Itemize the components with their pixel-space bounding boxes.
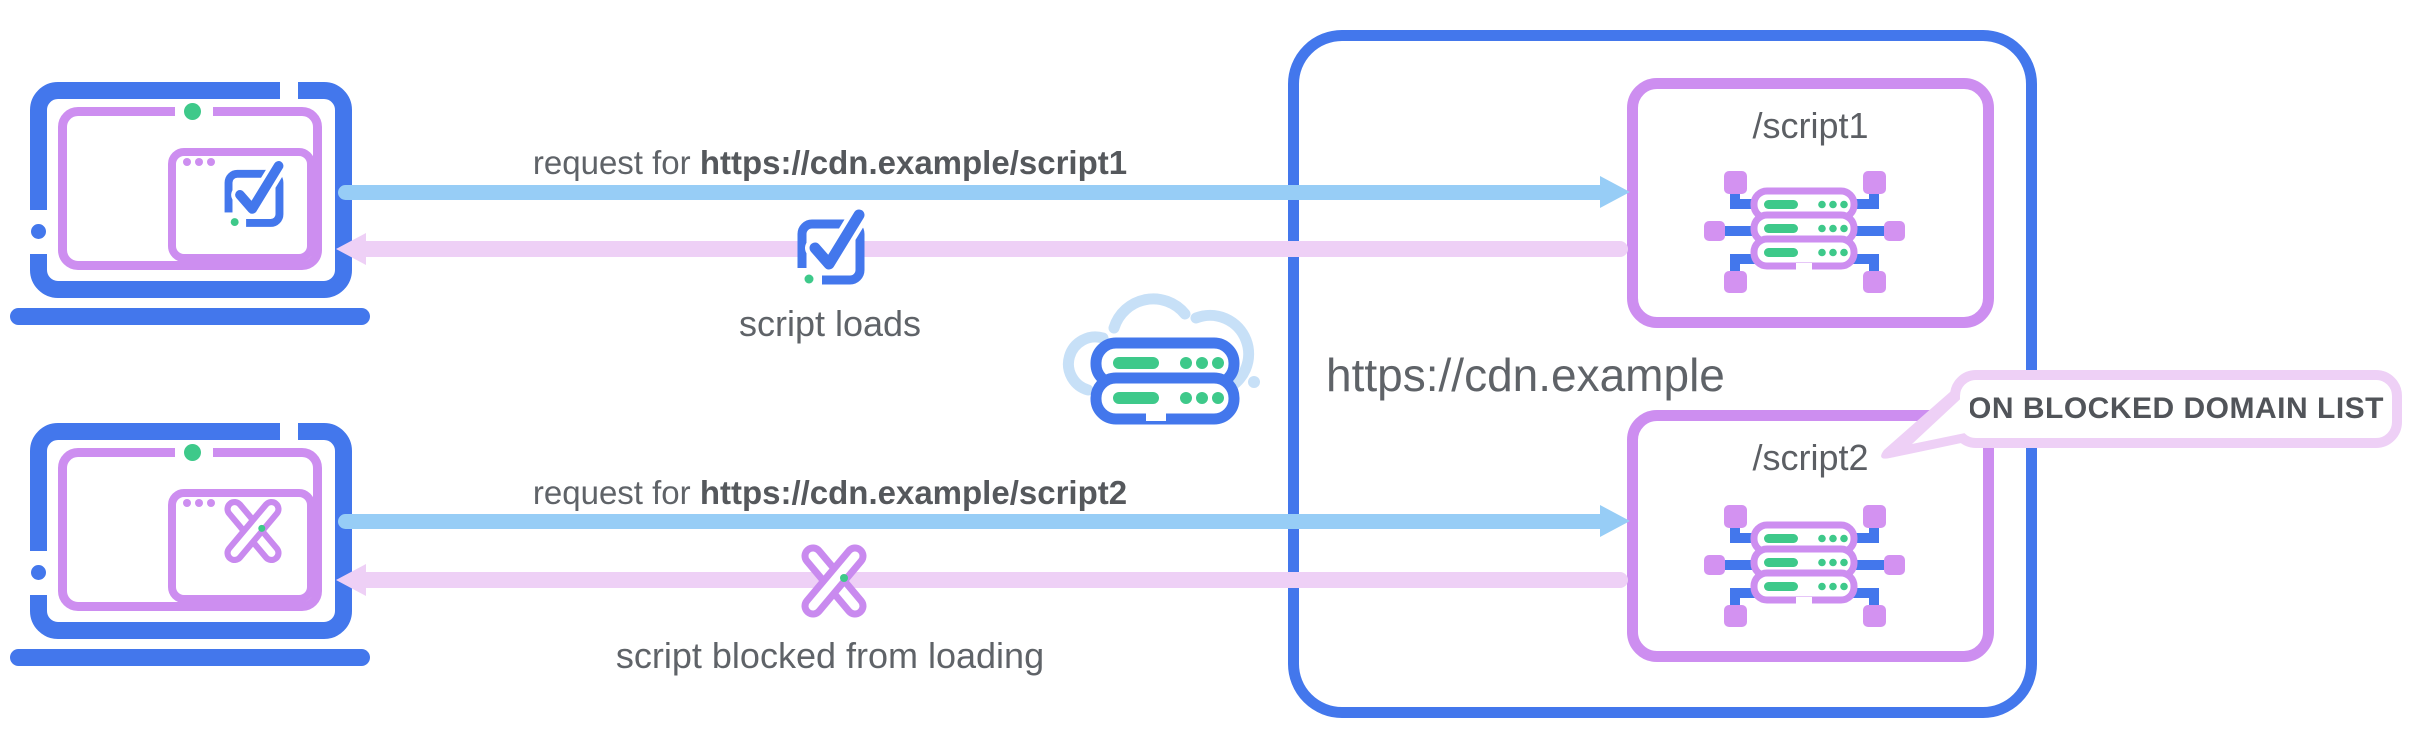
cdn-domain-label: https://cdn.example bbox=[1326, 349, 1725, 401]
server-chip-icon bbox=[1704, 505, 1905, 634]
cloud-server-icon bbox=[1058, 272, 1272, 439]
camera-dot bbox=[184, 444, 201, 461]
response1-arrowhead bbox=[336, 233, 366, 265]
request2-arrow bbox=[338, 514, 1602, 529]
response1-arrow bbox=[364, 241, 1628, 257]
result1-text: script loads bbox=[738, 303, 922, 344]
blocked-x-icon bbox=[221, 495, 285, 572]
script1-box: /script1 bbox=[1627, 78, 1994, 328]
laptop-base bbox=[10, 649, 370, 666]
request2-arrowhead bbox=[1600, 505, 1630, 537]
script2-label: /script2 bbox=[1752, 437, 1869, 478]
laptop-base bbox=[10, 308, 370, 325]
check-square-icon bbox=[221, 158, 287, 235]
response2-arrow bbox=[364, 572, 1628, 588]
camera-dot bbox=[184, 103, 201, 120]
response2-arrowhead bbox=[336, 564, 366, 596]
blocked-x-icon bbox=[798, 540, 870, 627]
request1-text: request for https://cdn.example/script1 bbox=[532, 144, 1128, 181]
request1-arrowhead bbox=[1600, 176, 1630, 208]
script2-box: /script2 bbox=[1627, 410, 1994, 662]
callout-tail bbox=[1868, 376, 1988, 469]
callout-text: ON BLOCKED DOMAIN LIST bbox=[1968, 392, 2384, 425]
laptop-hinge-dot bbox=[31, 565, 46, 580]
laptop-hinge-dot bbox=[31, 224, 46, 239]
callout-bubble: ON BLOCKED DOMAIN LIST bbox=[1950, 370, 2402, 448]
server-chip-icon bbox=[1704, 171, 1905, 300]
request1-arrow bbox=[338, 185, 1602, 200]
request2-text: request for https://cdn.example/script2 bbox=[532, 474, 1128, 511]
result2-text: script blocked from loading bbox=[615, 635, 1045, 676]
laptop-allowed-icon bbox=[10, 70, 405, 340]
script1-label: /script1 bbox=[1752, 105, 1869, 146]
check-square-icon bbox=[794, 206, 868, 293]
callout-tail-inner bbox=[1902, 388, 1972, 453]
